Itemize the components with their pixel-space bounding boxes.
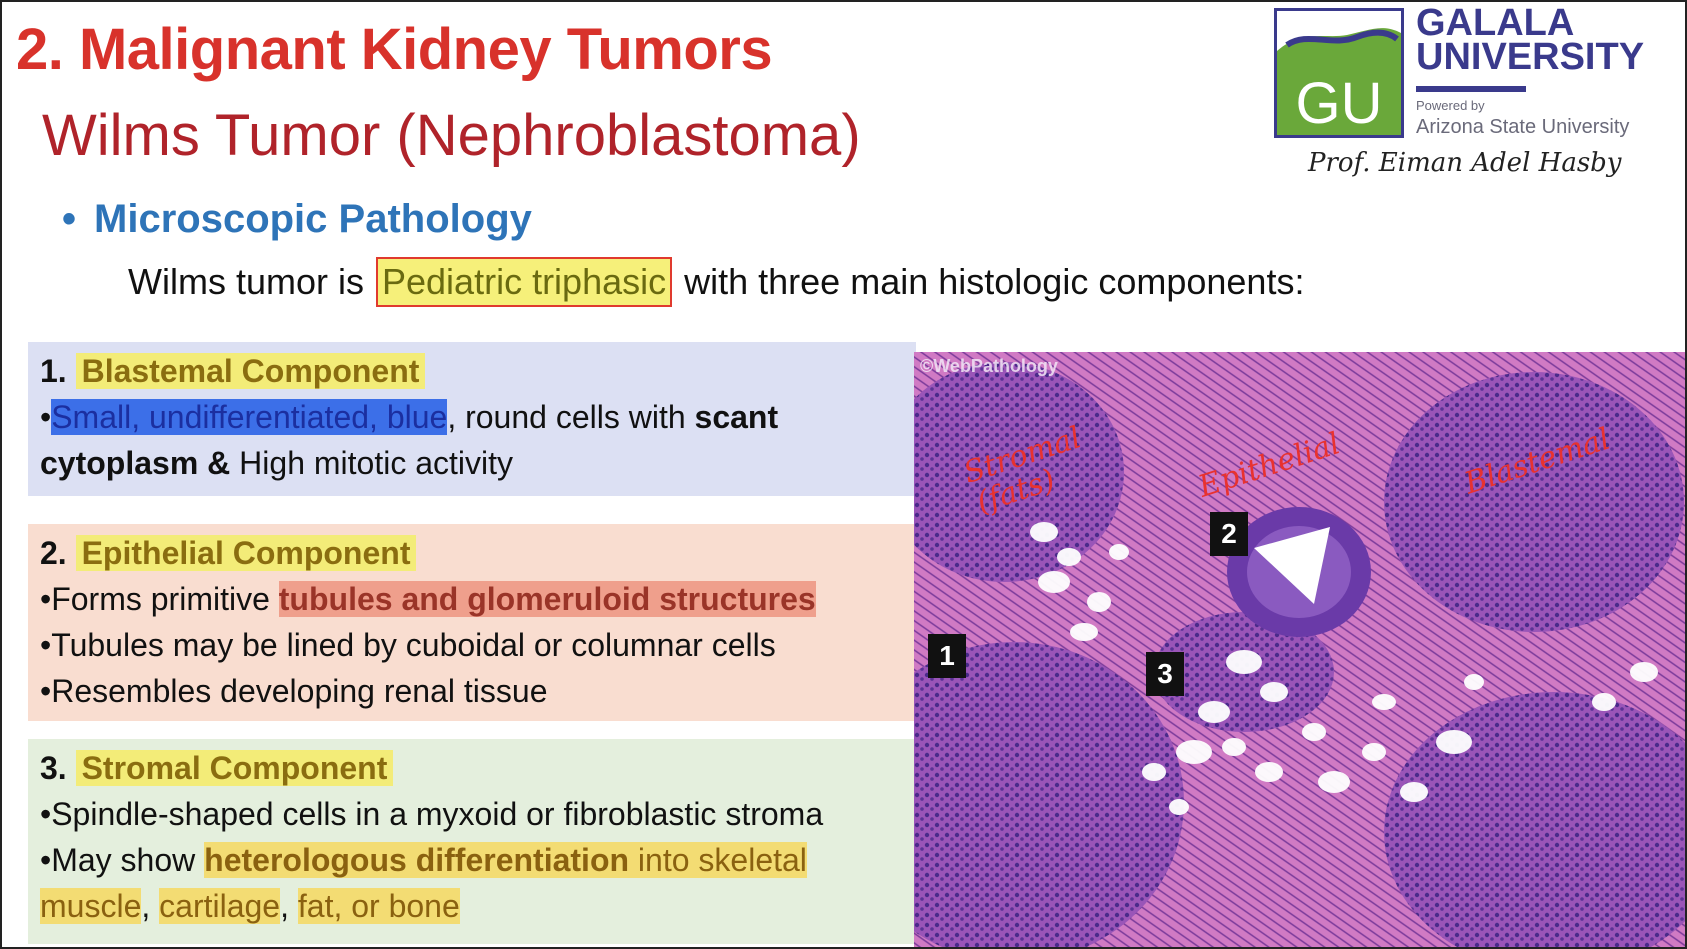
- intro-sentence: Wilms tumor is Pediatric triphasic with …: [128, 257, 1304, 307]
- intro-after: with three main histologic components:: [674, 261, 1305, 302]
- component-bullet: •Resembles developing renal tissue: [40, 668, 906, 714]
- highlight-yellow-bold: heterologous differentiation: [204, 842, 630, 878]
- intro-before: Wilms tumor is: [128, 261, 374, 302]
- micrograph-watermark: ©WebPathology: [920, 356, 1058, 376]
- component-title: 3. Stromal Component: [40, 745, 906, 791]
- blastemal-panel: 1. Blastemal Component •Small, undiffere…: [28, 342, 916, 496]
- logo-name-line2: UNIVERSITY: [1416, 36, 1645, 78]
- component-name: Epithelial Component: [75, 535, 417, 571]
- logo-divider: [1416, 86, 1526, 92]
- bullet-bold: scant cytoplasm &: [40, 399, 779, 481]
- marker-2: 2: [1210, 512, 1248, 556]
- professor-signature: Prof. Eiman Adel Hasby: [1308, 148, 1622, 178]
- slide-subtitle: Wilms Tumor (Nephroblastoma): [42, 103, 861, 168]
- logo-emblem: GU: [1277, 11, 1401, 135]
- bullet-text-end: High mitotic activity: [230, 445, 514, 481]
- marker-1: 1: [928, 634, 966, 678]
- logo-initials: GU: [1296, 71, 1383, 135]
- bullet-char: •: [40, 627, 52, 663]
- bullet-char: •: [40, 581, 52, 617]
- bullet-text: Tubules may be lined by cuboidal or colu…: [51, 627, 776, 663]
- epithelial-panel: 2. Epithelial Component •Forms primitive…: [28, 524, 916, 721]
- bullet-char: •: [40, 673, 52, 709]
- bullet-char: •: [40, 796, 52, 832]
- marker-3: 3: [1146, 652, 1184, 696]
- component-title: 1. Blastemal Component: [40, 348, 906, 394]
- intro-highlight: Pediatric triphasic: [376, 257, 673, 307]
- bullet-char: •: [40, 842, 52, 878]
- highlight-blue: Small, undifferentiated, blue: [51, 399, 448, 435]
- component-bullet: •May show heterologous differentiation i…: [40, 837, 906, 929]
- logo-name-line1: GALALA: [1416, 2, 1575, 44]
- section-heading: • Microscopic Pathology: [62, 197, 532, 242]
- component-title: 2. Epithelial Component: [40, 530, 906, 576]
- bullet-sep: ,: [141, 888, 160, 924]
- bullet-text: , round cells with: [447, 399, 695, 435]
- component-number: 1.: [40, 353, 67, 389]
- highlight-yellow: fat, or bone: [297, 888, 460, 924]
- bullet-dot: •: [62, 197, 77, 241]
- bullet-char: •: [40, 399, 52, 435]
- section-heading-text: Microscopic Pathology: [94, 197, 532, 241]
- component-name: Blastemal Component: [75, 353, 426, 389]
- component-bullet: •Tubules may be lined by cuboidal or col…: [40, 622, 906, 668]
- highlight-yellow: cartilage: [159, 888, 281, 924]
- component-bullet: •Forms primitive tubules and glomeruloid…: [40, 576, 906, 622]
- bullet-text: Spindle-shaped cells in a myxoid or fibr…: [51, 796, 824, 832]
- slide-title: 2. Malignant Kidney Tumors: [16, 17, 773, 82]
- bullet-text: Resembles developing renal tissue: [51, 673, 548, 709]
- logo-powered-by: Powered by: [1416, 98, 1485, 113]
- histology-micrograph: ©WebPathology 1 2 3 Stromal (fats) Epith…: [914, 352, 1685, 947]
- component-number: 3.: [40, 750, 67, 786]
- highlight-red: tubules and glomeruloid structures: [278, 581, 816, 617]
- bullet-text: May show: [51, 842, 205, 878]
- logo-partner: Arizona State University: [1416, 116, 1630, 138]
- micrograph-image: [914, 352, 1685, 947]
- stromal-panel: 3. Stromal Component •Spindle-shaped cel…: [28, 739, 916, 944]
- university-logo: GU: [1274, 8, 1404, 138]
- component-number: 2.: [40, 535, 67, 571]
- component-bullet: •Spindle-shaped cells in a myxoid or fib…: [40, 791, 906, 837]
- component-bullet: •Small, undifferentiated, blue, round ce…: [40, 394, 906, 486]
- bullet-text: Forms primitive: [51, 581, 279, 617]
- component-name: Stromal Component: [75, 750, 394, 786]
- bullet-sep: ,: [280, 888, 298, 924]
